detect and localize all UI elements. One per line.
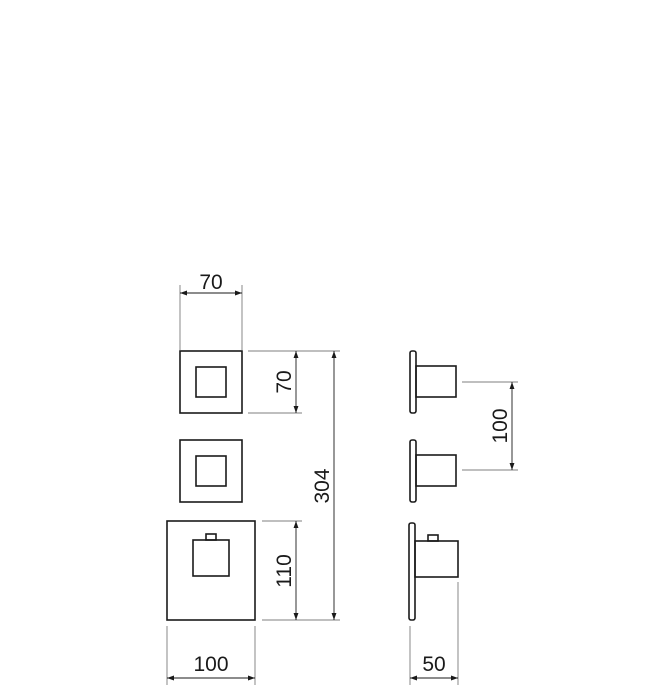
front-top-plate xyxy=(179,350,243,414)
dim-bottom-width: 100 xyxy=(193,653,228,676)
dim-side-spacing: 100 xyxy=(489,408,512,443)
side-top-unit xyxy=(409,350,457,414)
dim-top-height: 70 xyxy=(273,370,296,393)
front-bottom-plate xyxy=(166,520,256,621)
dim-bottom-height: 110 xyxy=(273,554,296,587)
dim-total-height: 304 xyxy=(311,468,334,503)
front-middle-plate xyxy=(179,439,243,503)
dim-top-width: 70 xyxy=(199,271,222,294)
side-view xyxy=(408,350,459,621)
dimension-labels: 70 70 304 110 100 100 50 xyxy=(193,271,512,676)
dimension-lines xyxy=(167,290,515,681)
extension-lines xyxy=(166,285,518,685)
dim-side-depth: 50 xyxy=(422,653,445,676)
front-view xyxy=(166,350,256,621)
side-middle-unit xyxy=(409,439,457,503)
side-bottom-unit xyxy=(408,522,459,621)
